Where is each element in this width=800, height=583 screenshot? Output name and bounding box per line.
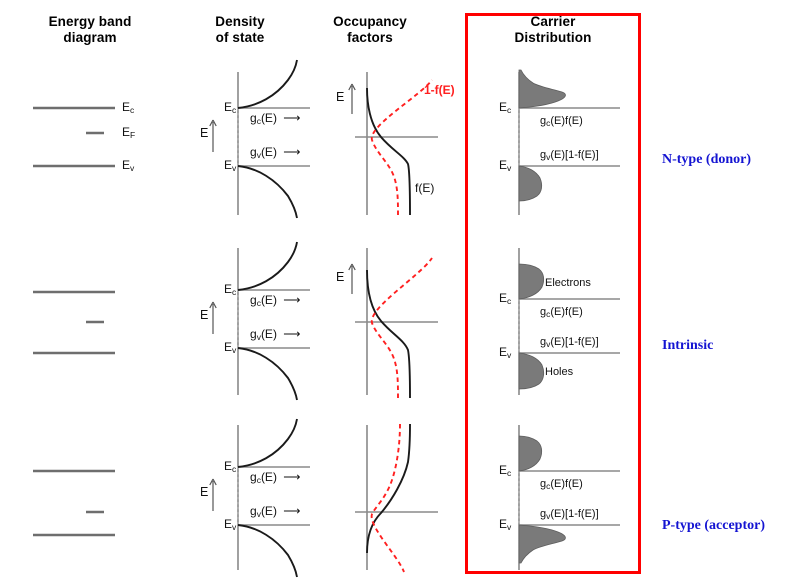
carrier-label-ec-intrinsic: Ec	[499, 291, 512, 306]
dos-label-ev-intrinsic: Ev	[224, 340, 237, 355]
row-type-label-p-type: P-type (acceptor)	[662, 518, 766, 533]
dos-gv-label-intrinsic: gv(E) ⟶	[250, 327, 301, 342]
column-title-density-of-state: Density of state	[215, 14, 265, 45]
dos-gc-label-intrinsic: gc(E) ⟶	[250, 293, 301, 308]
row-type-label-intrinsic: Intrinsic	[662, 338, 714, 353]
carrier-label-holes: Holes	[545, 366, 574, 378]
occupancy-label-fe-n-type: f(E)	[415, 181, 435, 195]
carrier-gv1mf-label-n-type: gv(E)[1-f(E)]	[540, 149, 599, 162]
band-label-ec-n-type: Ec	[122, 100, 135, 115]
column-title-energy-band-diagram: Energy band diagram	[48, 14, 132, 45]
band-label-ev-n-type: Ev	[122, 158, 135, 173]
carrier-gv1mf-label-p-type: gv(E)[1-f(E)]	[540, 508, 599, 521]
dos-label-ec-p-type: Ec	[224, 459, 237, 474]
dos-label-ec-n-type: Ec	[224, 100, 237, 115]
dos-label-ev-p-type: Ev	[224, 517, 237, 532]
dos-axis-label-e-intrinsic: E	[200, 308, 209, 322]
carrier-label-ec-n-type: Ec	[499, 100, 512, 115]
dos-gc-label-p-type: gc(E) ⟶	[250, 470, 301, 485]
carrier-distribution-highlight-box	[465, 13, 641, 574]
dos-axis-label-e-p-type: E	[200, 485, 209, 499]
band-label-ef-n-type: EF	[122, 125, 136, 140]
carrier-label-ec-p-type: Ec	[499, 463, 512, 478]
dos-gv-label-p-type: gv(E) ⟶	[250, 504, 301, 519]
column-title-occupancy-factors: Occupancy factors	[333, 14, 407, 45]
carrier-gcf-label-p-type: gc(E)f(E)	[540, 478, 583, 491]
carrier-label-electrons: Electrons	[545, 277, 591, 289]
column-title-carrier-distribution: Carrier Distribution	[514, 14, 592, 45]
carrier-gv1mf-label-intrinsic: gv(E)[1-f(E)]	[540, 336, 599, 349]
dos-gv-label-n-type: gv(E) ⟶	[250, 145, 301, 160]
dos-label-ec-intrinsic: Ec	[224, 282, 237, 297]
dos-label-ev-n-type: Ev	[224, 158, 237, 173]
carrier-gcf-label-n-type: gc(E)f(E)	[540, 115, 583, 128]
carrier-label-ev-intrinsic: Ev	[499, 345, 512, 360]
occupancy-label-one-minus-fe-n-type: 1-f(E)	[424, 83, 455, 97]
dos-axis-label-e-n-type: E	[200, 126, 209, 140]
carrier-label-ev-n-type: Ev	[499, 158, 512, 173]
occupancy-axis-label-e-n-type: E	[336, 90, 345, 104]
occupancy-axis-label-e-intrinsic: E	[336, 270, 345, 284]
carrier-gcf-label-intrinsic: gc(E)f(E)	[540, 306, 583, 319]
carrier-label-ev-p-type: Ev	[499, 517, 512, 532]
dos-gc-label-n-type: gc(E) ⟶	[250, 111, 301, 126]
row-type-label-n-type: N-type (donor)	[662, 152, 752, 167]
